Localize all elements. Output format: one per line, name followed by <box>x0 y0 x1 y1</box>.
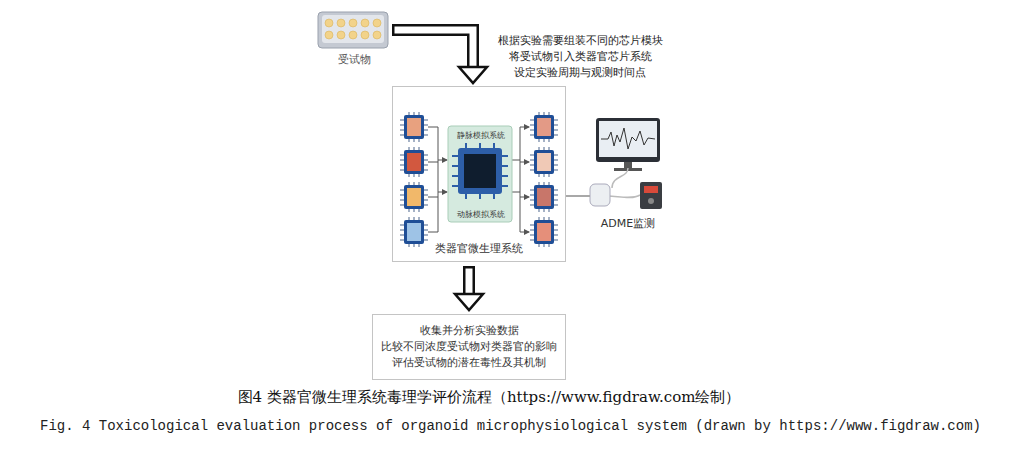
cable-line <box>566 195 590 197</box>
instruction-text: 将受试物引入类器官芯片系统 <box>480 49 680 64</box>
test-article-tray <box>318 12 388 48</box>
result-box: 收集并分析实验数据比较不同浓度受试物对类器官的影响评估受试物的潜在毒性及其机制 <box>372 314 566 380</box>
node-text: 静脉模拟系统 <box>457 129 505 142</box>
arrow-inner <box>395 30 474 70</box>
node-text: 受试物 <box>338 52 371 68</box>
arrow-outline <box>392 30 473 68</box>
node-text: 类器官微生理系统 <box>435 241 523 257</box>
node-text: ADME监测 <box>601 216 655 232</box>
node-text: 评估受试物的潜在毒性及其机制 <box>392 355 546 371</box>
node-text: 比较不同浓度受试物对类器官的影响 <box>381 339 557 355</box>
node-text: 动脉模拟系统 <box>457 208 505 221</box>
instruction-text: 设定实验周期与观测时间点 <box>480 65 680 80</box>
central-chip <box>448 126 512 222</box>
system-box: 类器官微生理系统静脉模拟系统动脉模拟系统 <box>392 86 566 262</box>
adme-monitor <box>590 118 662 209</box>
connector <box>566 196 590 197</box>
adme-monitor-box: ADME监测 <box>588 116 668 232</box>
instruction-text: 根据实验需要组装不同的芯片模块 <box>480 33 680 48</box>
connector <box>392 30 487 83</box>
connector <box>455 266 483 310</box>
figure-caption: 图4 类器官微生理系统毒理学评价流程（https://www.figdraw.c… <box>0 388 978 407</box>
arrow-inner <box>466 269 473 298</box>
english-caption: Fig. 4 Toxicological evaluation process … <box>40 418 1000 434</box>
central-chip-box: 静脉模拟系统动脉模拟系统 <box>449 127 513 223</box>
node-text: 收集并分析实验数据 <box>420 323 519 339</box>
organ-chip-icons <box>400 112 558 247</box>
arrow-head <box>455 294 483 310</box>
test-article: 受试物 <box>318 8 390 68</box>
arrow-head <box>459 67 487 83</box>
